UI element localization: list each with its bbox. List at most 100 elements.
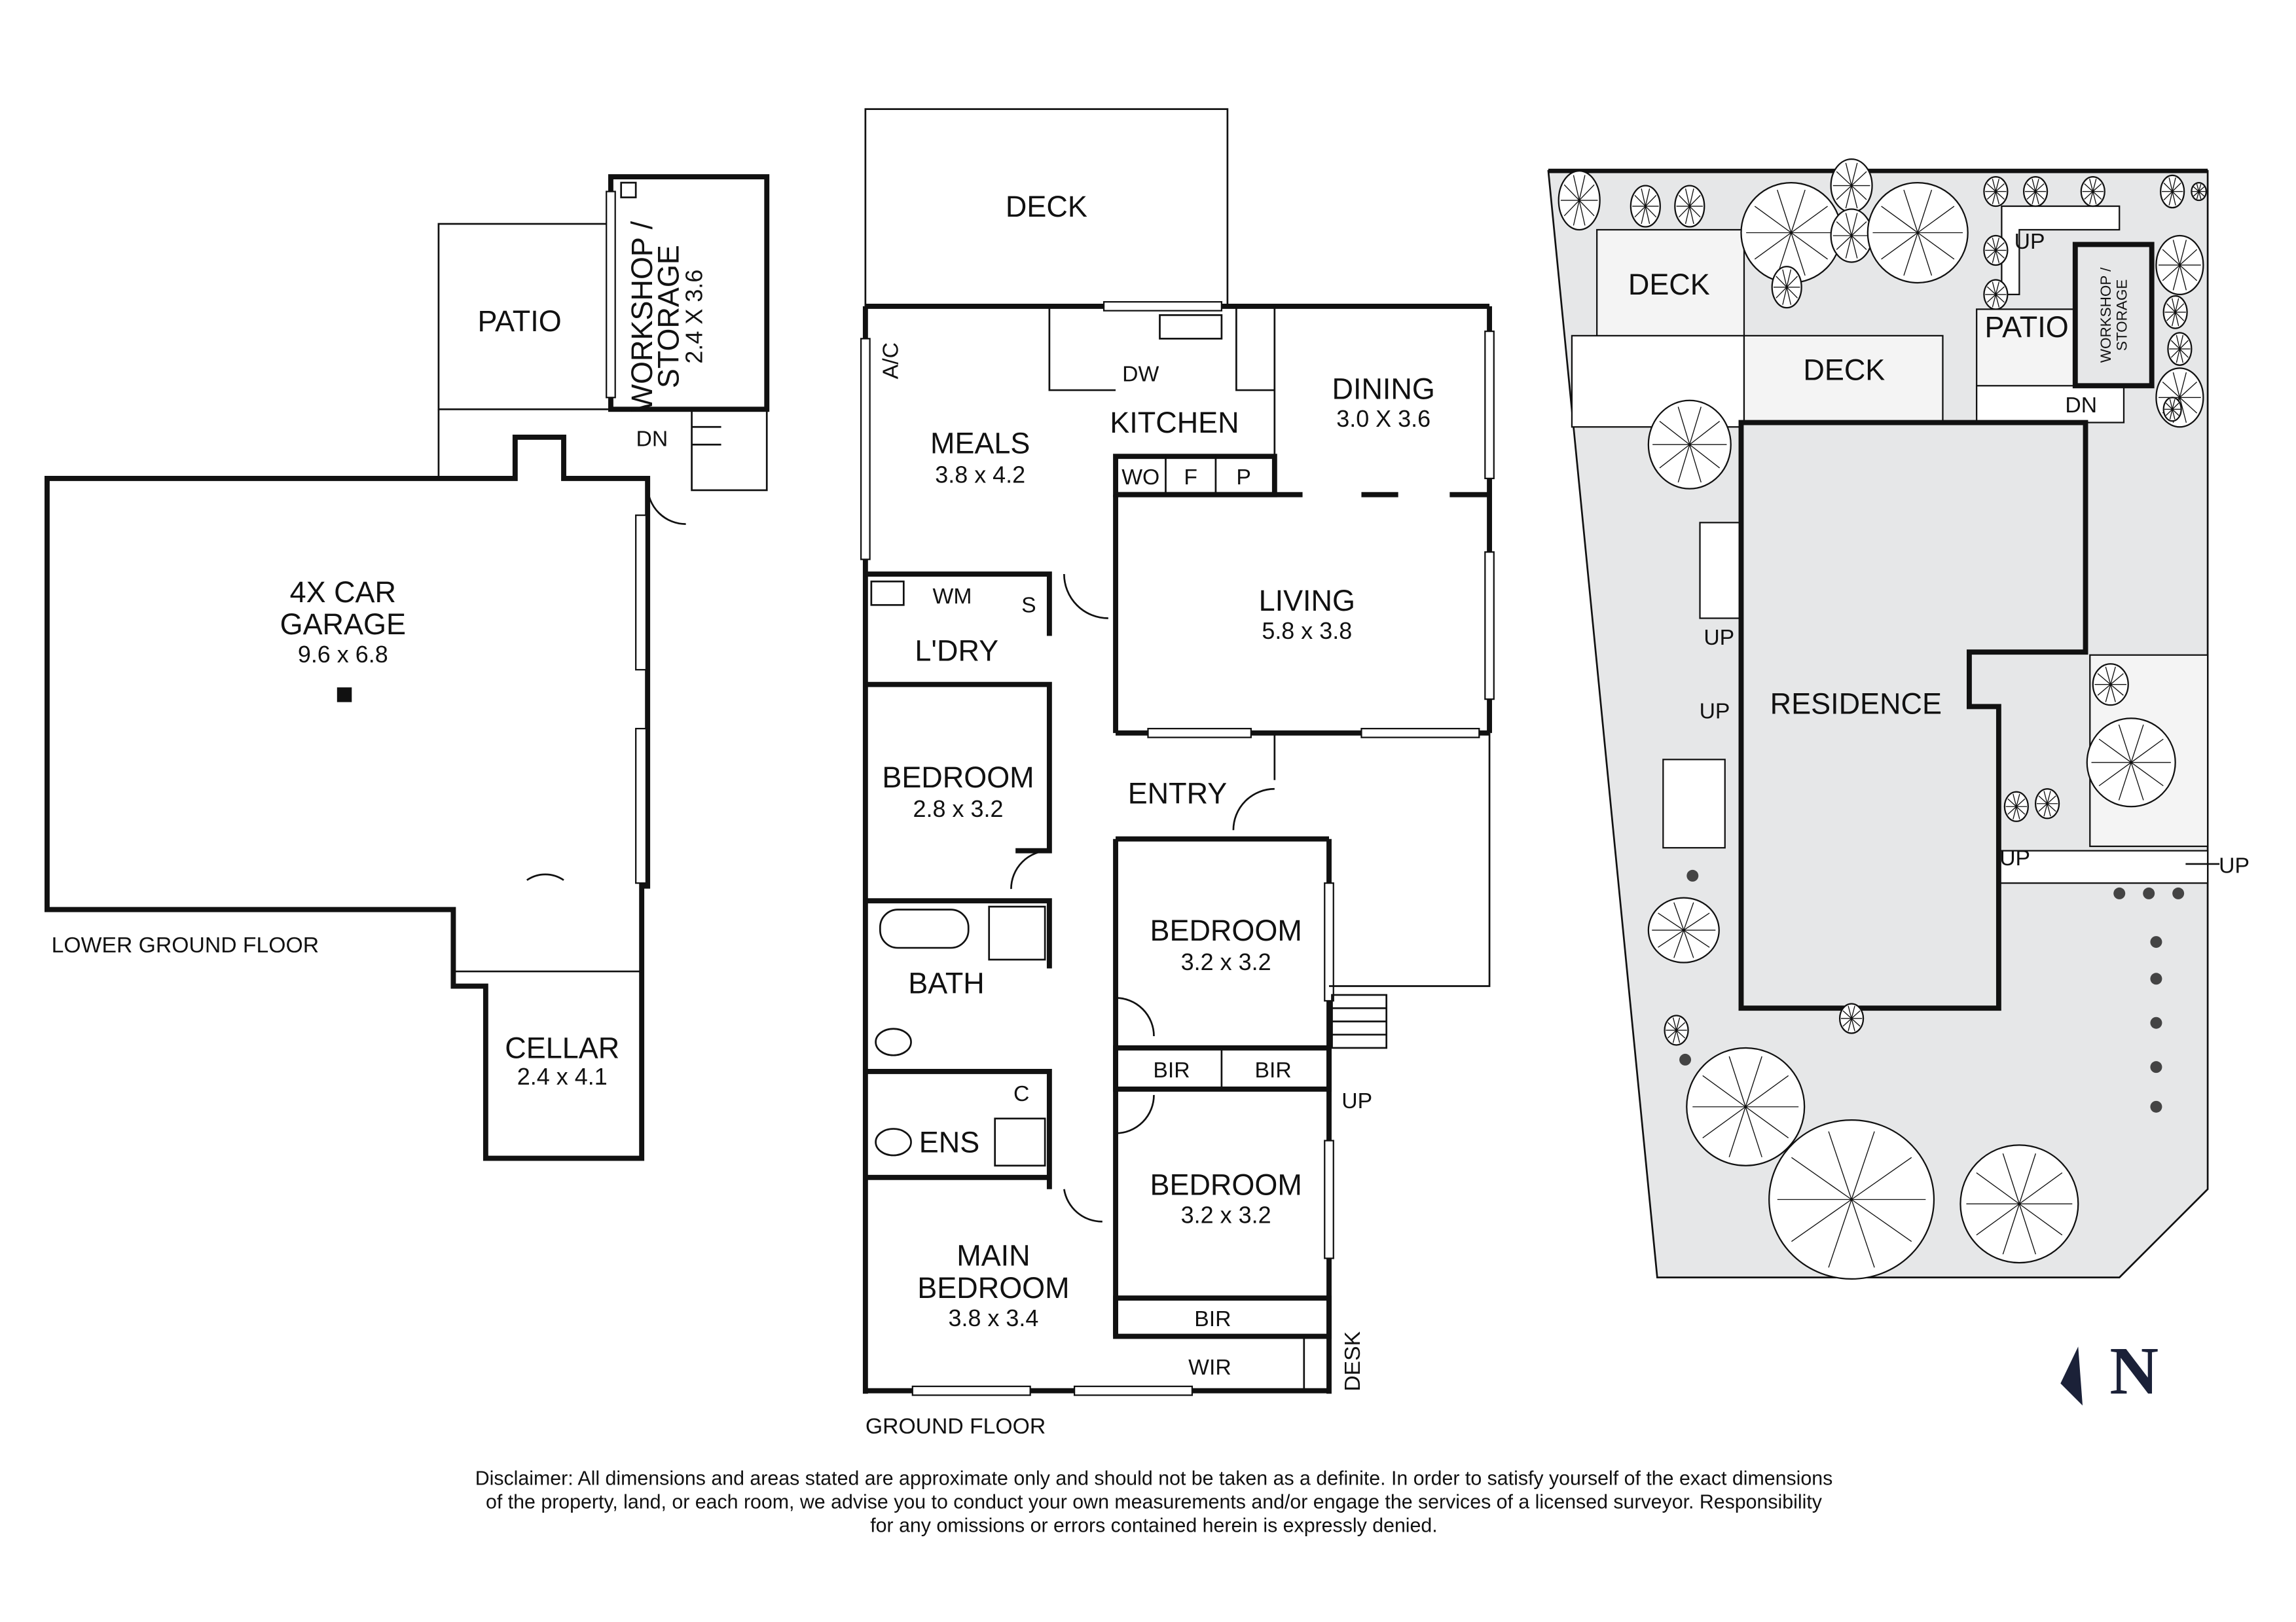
deck-1 xyxy=(1596,228,1745,336)
ens-wall xyxy=(865,1068,1052,1189)
tree-icon xyxy=(1983,175,2009,207)
door-swing xyxy=(1116,1094,1155,1134)
tree-icon xyxy=(2162,397,2182,422)
wm-label: WM xyxy=(933,584,972,609)
wo-label: WO xyxy=(1121,465,1159,490)
tree-icon xyxy=(2086,717,2176,808)
tree-icon xyxy=(1558,170,1601,231)
deck-2 xyxy=(1743,334,1944,428)
door-swing xyxy=(646,486,686,525)
site-workshop xyxy=(2072,242,2155,389)
disclaimer-line-2: of the property, land, or each room, we … xyxy=(486,1492,1823,1513)
kitchen-bench xyxy=(1235,306,1275,391)
up-label: UP xyxy=(2014,229,2045,254)
shower-icon xyxy=(994,1117,1046,1167)
tree-icon xyxy=(2167,332,2193,366)
ground-floor: DECK A/C DW KITCHEN DINING 3.0 X 3.6 MEA… xyxy=(860,108,1495,1439)
tree-icon xyxy=(2080,175,2105,207)
fridge-label: F xyxy=(1184,465,1197,490)
column-marker xyxy=(337,687,352,702)
garage-dims: 9.6 x 6.8 xyxy=(298,641,388,668)
tree-icon xyxy=(1630,185,1661,228)
tree-icon xyxy=(1838,1003,1865,1034)
site-workshop-label-2: STORAGE xyxy=(2113,279,2130,351)
living-label: LIVING xyxy=(1259,584,1355,617)
entry-wall xyxy=(1329,732,1491,987)
shrub-icon xyxy=(2150,1017,2162,1029)
shrub-icon xyxy=(1686,869,1699,882)
meals-label: MEALS xyxy=(930,427,1030,460)
window xyxy=(911,1385,1031,1396)
up-label: UP xyxy=(1700,698,1730,723)
shrub-icon xyxy=(2150,1100,2162,1113)
shrub-icon xyxy=(2150,973,2162,985)
kitchen-bench xyxy=(1048,306,1116,391)
bedroom-label: BEDROOM xyxy=(882,761,1034,794)
bedroom-label: BEDROOM xyxy=(1150,914,1302,947)
shrub-icon xyxy=(1679,1053,1692,1066)
living-dims: 5.8 x 3.8 xyxy=(1262,617,1352,644)
tree-icon xyxy=(2092,663,2129,706)
tree-icon xyxy=(2003,791,2029,822)
bath-label: BATH xyxy=(908,967,985,1000)
main-bedroom-label: MAIN xyxy=(957,1239,1030,1272)
tree-icon xyxy=(2034,788,2060,820)
bathtub-icon xyxy=(879,909,970,949)
lower-ground-floor: PATIO WORKSHOP / STORAGE 2.4 X 3.6 DN 4X… xyxy=(45,174,770,1161)
sink-icon xyxy=(620,181,637,198)
workshop-label: WORKSHOP / xyxy=(625,221,659,412)
meals-dims: 3.8 x 4.2 xyxy=(935,461,1025,488)
garage-label-2: GARAGE xyxy=(280,607,406,641)
entry-label: ENTRY xyxy=(1128,777,1228,810)
ground-floor-caption: GROUND FLOOR xyxy=(866,1414,1046,1439)
path xyxy=(1662,759,1726,849)
tree-icon xyxy=(2022,175,2049,207)
door-swing xyxy=(1063,1189,1102,1223)
dining-label: DINING xyxy=(1332,372,1435,406)
site-deck-label: DECK xyxy=(1628,268,1710,301)
tree-icon xyxy=(1867,181,1969,284)
north-label: N xyxy=(2109,1334,2159,1409)
window xyxy=(1324,1140,1334,1259)
patio-label: PATIO xyxy=(477,304,561,338)
dn-label: DN xyxy=(636,426,668,451)
tree-icon xyxy=(1647,897,1720,964)
bedroom-label: BEDROOM xyxy=(1150,1168,1302,1202)
toilet-icon xyxy=(875,1028,912,1056)
shrub-icon xyxy=(2143,887,2155,899)
dn-label: DN xyxy=(2065,393,2097,418)
stairs-area xyxy=(691,408,768,492)
tree-icon xyxy=(1664,1015,1689,1046)
bath-wall xyxy=(865,898,1052,969)
tree-icon xyxy=(1647,399,1732,490)
up-label: UP xyxy=(2219,853,2250,878)
bir-block xyxy=(1113,1295,1332,1339)
garage-label: 4X CAR xyxy=(290,575,396,609)
toilet-icon xyxy=(875,1128,912,1157)
sink-icon xyxy=(870,580,905,606)
door-swing xyxy=(1010,850,1049,890)
tree-icon xyxy=(1674,185,1705,228)
residence-label: RESIDENCE xyxy=(1770,687,1942,721)
window xyxy=(1102,301,1223,312)
main-bedroom-label-2: BEDROOM xyxy=(917,1271,1069,1305)
bedroom-dims: 3.2 x 3.2 xyxy=(1181,948,1271,975)
tree-icon xyxy=(1830,158,1873,213)
disclaimer-line-3: for any omissions or errors contained he… xyxy=(870,1515,1437,1537)
path xyxy=(1976,385,2125,424)
kitchen-label: KITCHEN xyxy=(1110,406,1239,439)
up-label: UP xyxy=(1704,625,1734,650)
disclaimer-line-1: Disclaimer: All dimensions and areas sta… xyxy=(475,1468,1833,1490)
residence xyxy=(1738,420,2088,1011)
tree-icon xyxy=(1771,266,1802,309)
window xyxy=(1484,551,1495,700)
bedroom1-wall xyxy=(865,681,1052,854)
shrub-icon xyxy=(2150,936,2162,948)
wir-label: WIR xyxy=(1188,1355,1231,1380)
up-label: UP xyxy=(1999,846,2030,871)
tree-icon xyxy=(2155,367,2204,428)
site-deck-label-2: DECK xyxy=(1803,353,1885,386)
tree-icon xyxy=(1740,181,1842,284)
trees xyxy=(1558,158,2207,1280)
tree-icon xyxy=(2191,181,2207,202)
